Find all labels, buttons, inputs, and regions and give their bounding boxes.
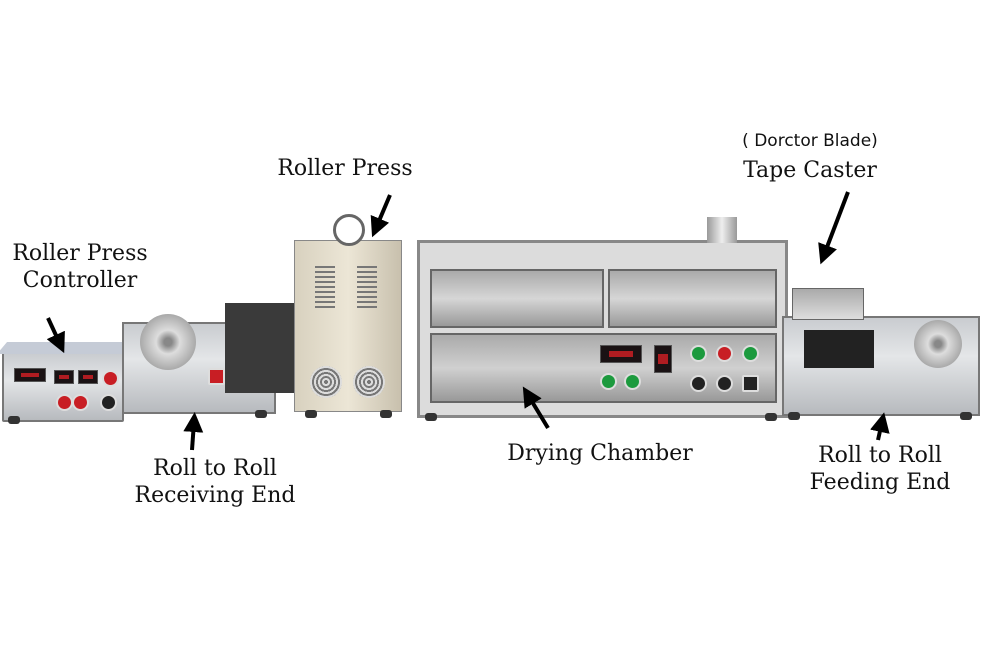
arrow-icon <box>870 412 890 441</box>
label-drying-chamber: Drying Chamber <box>507 441 693 466</box>
arrow-icon <box>522 386 550 430</box>
knob <box>100 394 117 411</box>
roll-icon <box>140 314 196 370</box>
roller-press <box>294 240 402 412</box>
label-roll-to-roll-receiving-end: Roll to Roll Receiving End <box>120 455 310 509</box>
button <box>742 345 759 362</box>
indicator-light <box>102 370 119 387</box>
roll-icon <box>914 320 962 368</box>
label-line: Roll to Roll <box>153 456 277 481</box>
label-line: Roller Press <box>12 241 148 266</box>
button <box>72 394 89 411</box>
switch <box>742 375 759 392</box>
drying-chamber <box>417 240 788 418</box>
display <box>54 370 74 384</box>
button <box>690 345 707 362</box>
label-doctor-blade: ( Dorctor Blade) <box>742 131 878 151</box>
tape-caster <box>792 288 864 320</box>
label-tape-caster: Tape Caster <box>743 158 877 183</box>
display <box>78 370 98 384</box>
knob <box>716 375 733 392</box>
knob <box>690 375 707 392</box>
roller-press-controller <box>2 352 124 422</box>
temperature-controller <box>654 345 672 373</box>
label-roll-to-roll-feeding-end: Roll to Roll Feeding End <box>795 442 965 496</box>
receiving-motor <box>225 303 295 393</box>
label-roller-press: Roller Press <box>277 156 413 181</box>
label-line: Controller <box>22 268 138 293</box>
button <box>624 373 641 390</box>
switch <box>208 368 225 385</box>
arrow-icon <box>818 191 850 265</box>
display <box>14 368 46 382</box>
exhaust-pipe <box>707 217 737 243</box>
button <box>716 345 733 362</box>
temperature-display <box>600 345 642 363</box>
button <box>600 373 617 390</box>
label-line: Roll to Roll <box>818 443 942 468</box>
arrow-icon <box>370 194 392 238</box>
arrow-icon <box>46 317 65 354</box>
pressure-gauge-icon <box>333 214 365 246</box>
label-roller-press-controller: Roller Press Controller <box>10 240 150 294</box>
arrow-icon <box>183 412 204 451</box>
label-line: Feeding End <box>809 470 951 495</box>
label-line: Receiving End <box>134 483 296 508</box>
